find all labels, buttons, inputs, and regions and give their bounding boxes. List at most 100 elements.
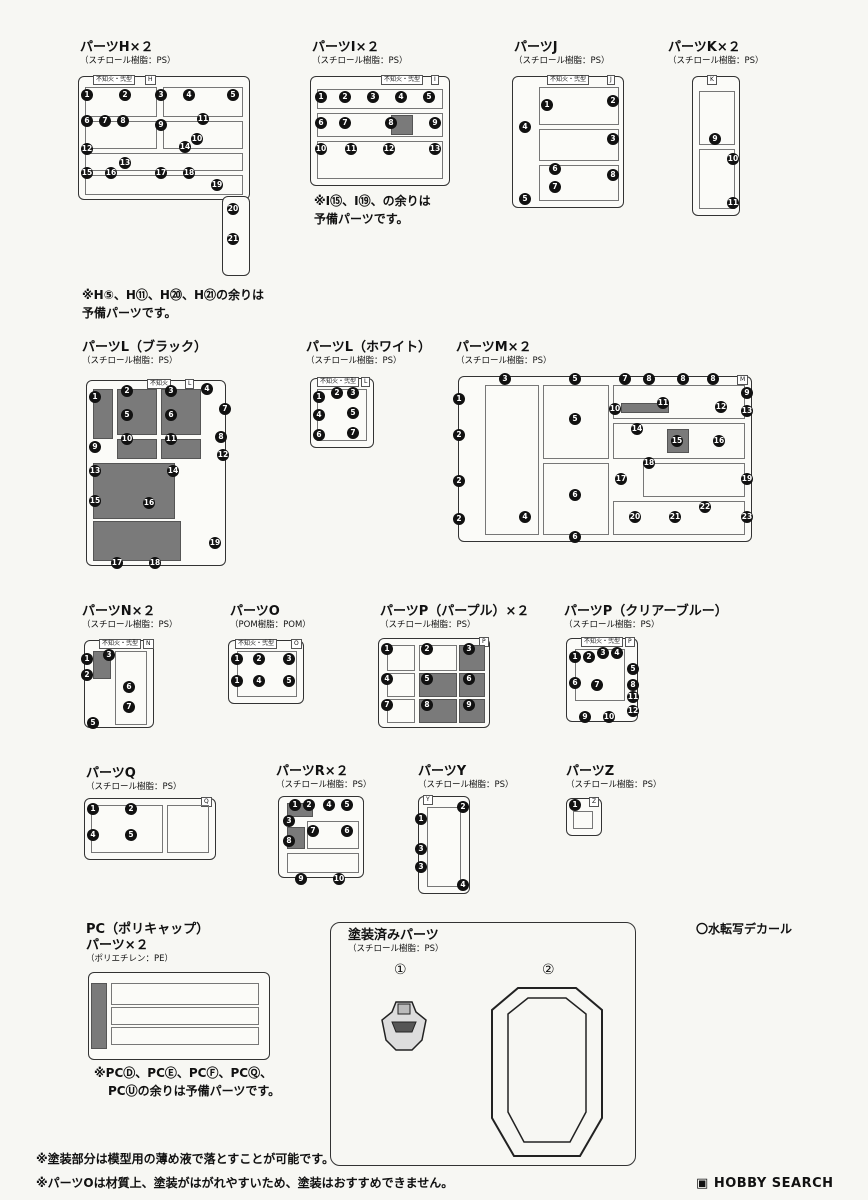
parts-q-title: パーツQ <box>86 766 136 781</box>
runner-l-white: 不知火・弐型 L 1 2 3 4 5 6 7 <box>310 377 374 448</box>
part-number: 3 <box>283 815 295 827</box>
part-number: 5 <box>627 663 639 675</box>
part-cell <box>573 811 593 829</box>
part-number: 17 <box>155 167 167 179</box>
part-cell <box>287 853 359 873</box>
part-number: 8 <box>421 699 433 711</box>
part-number: 4 <box>313 409 325 421</box>
part-number: 7 <box>219 403 231 415</box>
parts-p-clear-block: パーツP（クリアーブルー） （スチロール樹脂：PS） <box>564 604 728 631</box>
part-number: 17 <box>615 473 627 485</box>
part-number: 20 <box>227 203 239 215</box>
part-cell <box>111 1007 259 1025</box>
painted-armor-icon <box>491 987 603 1157</box>
part-cell-dark <box>91 983 107 1049</box>
part-cell <box>111 983 259 1005</box>
part-number: 5 <box>341 799 353 811</box>
runner-letter: I <box>431 75 439 85</box>
part-number: 2 <box>81 669 93 681</box>
part-number: 6 <box>463 673 475 685</box>
runner-k: K 9 10 11 <box>692 75 740 216</box>
parts-m-material: （スチロール樹脂：PS） <box>456 356 552 366</box>
runner-letter: Q <box>201 797 212 807</box>
part-number: 4 <box>611 647 623 659</box>
part-number: 18 <box>643 457 655 469</box>
part-number: 4 <box>253 675 265 687</box>
part-number: 7 <box>123 701 135 713</box>
part-number: 8 <box>385 117 397 129</box>
part-number: 2 <box>583 651 595 663</box>
runner-tag: 不知火 <box>147 379 172 389</box>
parts-r-block: パーツR×２ （スチロール樹脂：PS） <box>276 764 372 791</box>
runner-tag: 不知火・弐型 <box>547 75 590 85</box>
part-number: 2 <box>125 803 137 815</box>
parts-i-title: パーツI×２ <box>312 40 380 55</box>
part-number: 2 <box>253 653 265 665</box>
part-number: 2 <box>457 801 469 813</box>
runner-i: 不知火・弐型 I 1 2 3 4 5 6 7 8 9 10 11 12 13 <box>310 75 450 186</box>
part-number: 16 <box>105 167 117 179</box>
part-number: 11 <box>197 113 209 125</box>
runner-n: 不知火・弐型 N 1 2 3 6 7 5 <box>81 639 154 729</box>
parts-l-black-material: （スチロール樹脂：PS） <box>82 356 178 366</box>
parts-i-material: （スチロール樹脂：PS） <box>312 56 408 66</box>
part-number: 1 <box>569 651 581 663</box>
part-number: 21 <box>227 233 239 245</box>
parts-l-white-material: （スチロール樹脂：PS） <box>306 356 402 366</box>
parts-o-title: パーツO <box>230 604 280 619</box>
part-number: 6 <box>341 825 353 837</box>
part-cell <box>539 129 619 161</box>
part-number: 12 <box>715 401 727 413</box>
runner-letter: M <box>737 375 749 385</box>
part-number: 5 <box>125 829 137 841</box>
parts-l-white-block: パーツL（ホワイト） （スチロール樹脂：PS） <box>306 340 431 367</box>
part-cell <box>539 165 619 201</box>
runner-h-extension: 20 21 <box>222 196 250 276</box>
part-number: 7 <box>347 427 359 439</box>
runner-o: 不知火・弐型 O 1 1 2 3 4 5 <box>228 639 304 704</box>
part-number: 5 <box>227 89 239 101</box>
parts-z-block: パーツZ （スチロール樹脂：PS） <box>566 764 662 791</box>
part-number: 2 <box>331 387 343 399</box>
part-cell-dark <box>621 403 669 413</box>
parts-o-material: （POM樹脂：POM） <box>230 620 311 630</box>
part-number: 6 <box>313 429 325 441</box>
runner-h: 不知火・弐型 H 1 2 3 4 5 6 7 8 9 10 11 12 13 1… <box>78 75 250 200</box>
part-number: 7 <box>339 117 351 129</box>
part-number: 1 <box>289 799 301 811</box>
part-number: 4 <box>87 829 99 841</box>
part-number: 3 <box>463 643 475 655</box>
runner-letter: L <box>185 379 195 389</box>
part-number: 5 <box>519 193 531 205</box>
runner-r: 1 2 4 5 3 7 6 8 9 10 <box>278 796 364 885</box>
part-number: 8 <box>643 373 655 385</box>
part-number: 2 <box>339 91 351 103</box>
part-number: 11 <box>627 691 639 703</box>
part-number: 12 <box>383 143 395 155</box>
part-number: 15 <box>81 167 93 179</box>
parts-r-title: パーツR×２ <box>276 764 349 779</box>
parts-j-material: （スチロール樹脂：PS） <box>514 56 610 66</box>
part-number: 8 <box>215 431 227 443</box>
part-number: 7 <box>381 699 393 711</box>
part-number: 5 <box>569 413 581 425</box>
part-number: 1 <box>453 393 465 405</box>
parts-r-material: （スチロール樹脂：PS） <box>276 780 372 790</box>
part-number: 6 <box>569 531 581 543</box>
runner-j: 不知火・弐型 J 1 2 3 4 5 6 7 8 <box>512 75 624 208</box>
part-number: 5 <box>347 407 359 419</box>
parts-m-block: パーツM×２ （スチロール樹脂：PS） <box>456 340 552 367</box>
part-number: 12 <box>217 449 229 461</box>
part-number: 19 <box>741 473 753 485</box>
parts-q-material: （スチロール樹脂：PS） <box>86 782 182 792</box>
runner-tag: 不知火・弐型 <box>235 639 278 649</box>
runner-letter: P <box>625 637 635 647</box>
part-number: 16 <box>713 435 725 447</box>
part-number: 8 <box>117 115 129 127</box>
part-number: 9 <box>89 441 101 453</box>
part-number: 11 <box>345 143 357 155</box>
part-number: 5 <box>121 409 133 421</box>
runner-pc <box>88 972 270 1060</box>
part-number: 6 <box>123 681 135 693</box>
part-number: 3 <box>283 653 295 665</box>
